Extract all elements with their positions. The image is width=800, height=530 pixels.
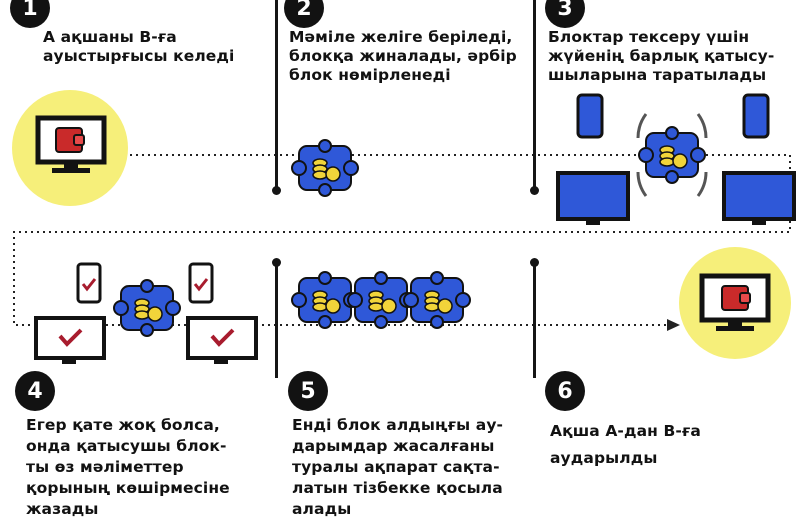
divider-dot (530, 186, 539, 195)
phone-icon (742, 93, 770, 139)
divider-dot (272, 258, 281, 267)
phone-icon (576, 93, 604, 139)
divider-dot (272, 186, 281, 195)
wallet-icon (721, 285, 751, 311)
monitor-icon (722, 171, 796, 225)
step-2-caption: Мәміле желіге беріледі, блокқа жиналады,… (289, 28, 517, 84)
column-divider (533, 262, 536, 378)
monitor-icon (186, 316, 258, 364)
step-6-caption: Ақша А-дан В-ға аударылды (550, 422, 701, 467)
block-icon (403, 271, 471, 329)
column-divider (533, 0, 536, 190)
block-icon (638, 126, 706, 184)
block-chain (291, 271, 471, 329)
step-1-caption: А ақшаны В-ға ауыстырғысы келеді (43, 28, 235, 65)
step-number-badge: 5 (288, 371, 328, 411)
step-3-caption: Блоктар тексеру үшін жүйенің барлық қаты… (548, 28, 775, 84)
phone-icon (188, 262, 214, 304)
monitor-icon (556, 171, 630, 225)
step-5-caption: Енді блок алдыңғы ау- дарымдар жасалғаны… (292, 416, 504, 518)
step-number-badge: 6 (545, 371, 585, 411)
block-icon (291, 139, 359, 197)
step-4-caption: Егер қате жоқ болса, онда қатысушы блок-… (26, 416, 230, 518)
broadcast-icon (636, 113, 708, 197)
divider-dot (530, 258, 539, 267)
step-number-badge: 4 (15, 371, 55, 411)
arrow-icon (667, 319, 680, 331)
wallet-icon (55, 127, 85, 153)
block-icon (113, 279, 181, 337)
column-divider (275, 262, 278, 378)
step-number-badge: 1 (10, 0, 50, 28)
column-divider (275, 0, 278, 190)
monitor-icon (34, 316, 106, 364)
phone-icon (76, 262, 102, 304)
